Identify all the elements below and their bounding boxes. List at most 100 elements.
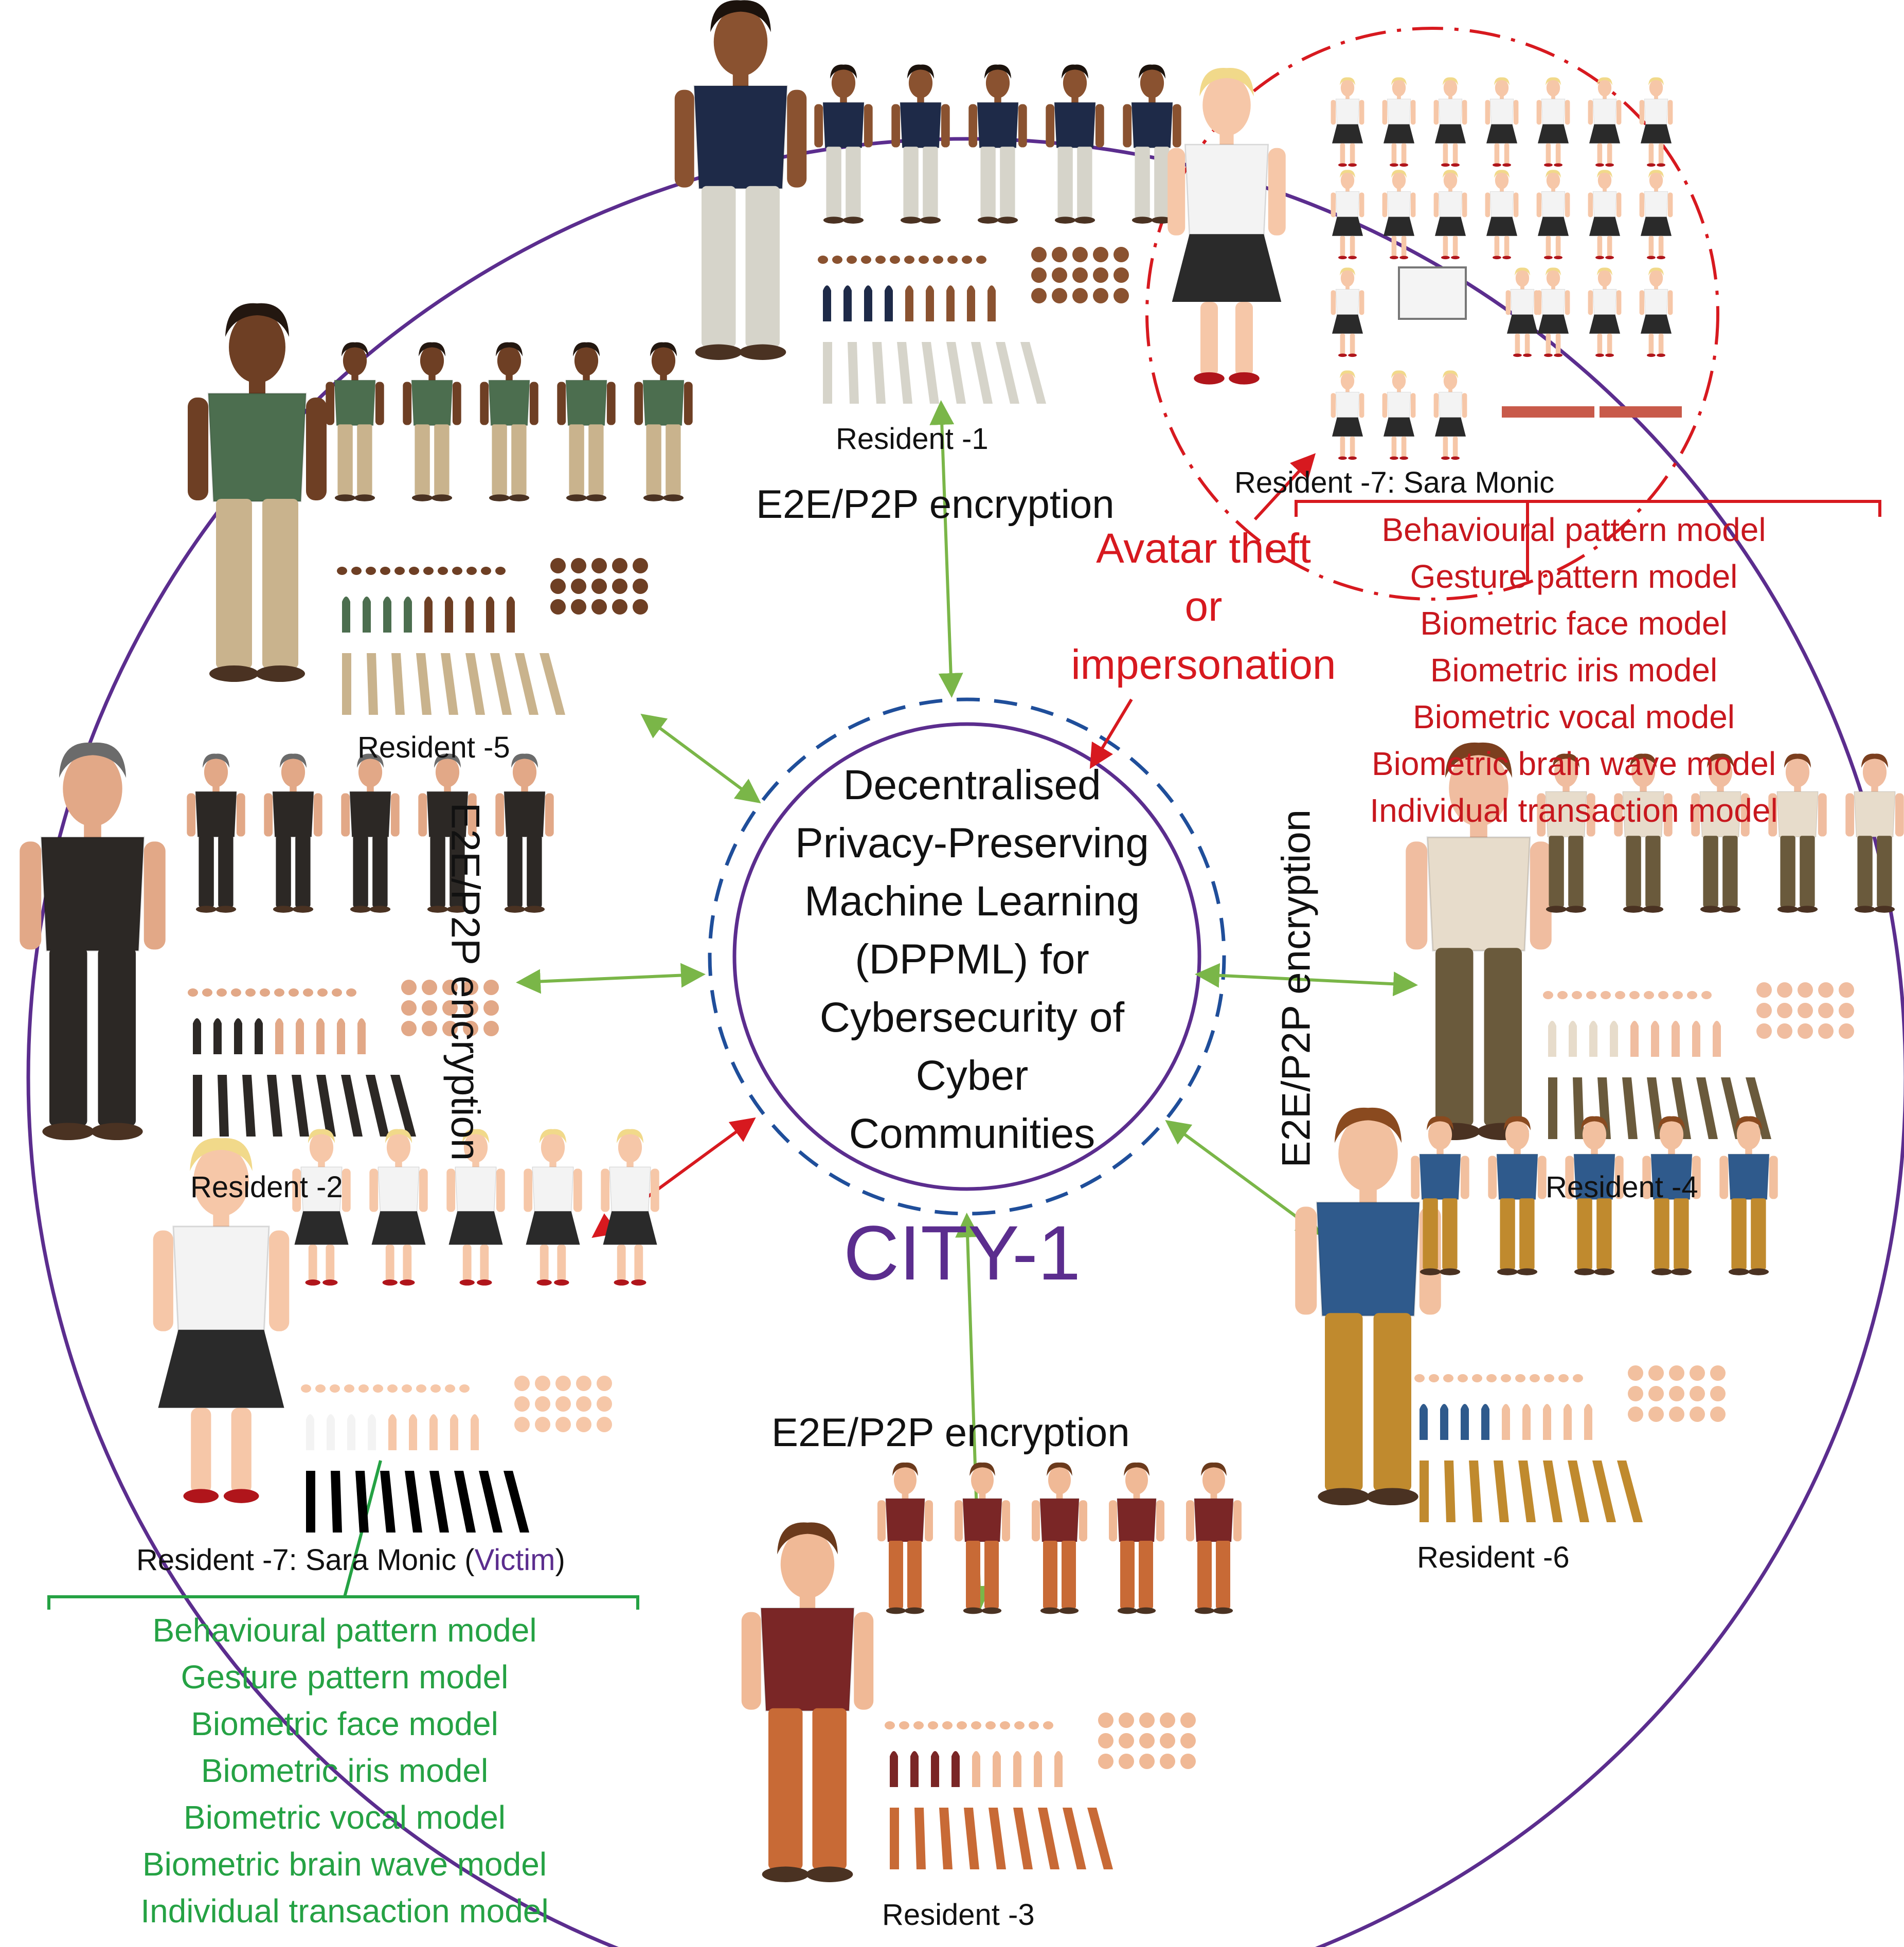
model-item: Biometric iris model	[201, 1752, 489, 1789]
arrow-resident-5	[640, 713, 761, 804]
attack-line: or	[1184, 583, 1223, 630]
character-parts-undefined	[301, 1376, 612, 1533]
attacker-pose-avatar	[1433, 370, 1467, 460]
model-item: Gesture pattern model	[181, 1658, 509, 1696]
attack-label: Avatar theft or impersonation	[1039, 519, 1368, 694]
model-item: Behavioural pattern model	[1381, 511, 1766, 548]
character-turnaround-r5	[634, 342, 693, 501]
character-main-r2	[20, 742, 166, 1141]
attacker-pose-avatar	[1505, 267, 1539, 357]
dppml-title: Decentralised Privacy-Preserving Machine…	[746, 756, 1198, 1163]
character-turnaround-r5	[480, 342, 538, 501]
dppml-title-line: (DPPML) for	[855, 936, 1089, 983]
model-item: Biometric vocal model	[1413, 698, 1735, 735]
victim-label-suffix: )	[555, 1543, 565, 1577]
character-main-r4	[1406, 742, 1552, 1141]
encryption-label-top: E2E/P2P encryption	[756, 481, 1115, 527]
character-turnaround-r3	[1109, 1462, 1164, 1614]
arrow-attack	[1089, 698, 1133, 769]
character-turnaround-undefined	[524, 1129, 582, 1286]
character-parts-r4	[1543, 982, 1854, 1139]
attacker-pose-avatar	[1639, 267, 1673, 357]
desk-icon	[1502, 406, 1594, 418]
dppml-title-line: Privacy-Preserving	[795, 820, 1149, 867]
model-item: Biometric face model	[191, 1705, 498, 1742]
character-turnaround-r4	[1845, 753, 1904, 913]
attacker-pose-avatar	[1485, 77, 1519, 167]
character-turnaround-r4	[1614, 753, 1673, 913]
victim-label-prefix: Resident -7: Sara Monic (	[136, 1543, 475, 1577]
character-turnaround-r5	[326, 342, 384, 501]
attacker-pose-avatar	[1588, 77, 1622, 167]
resident-label-4: Resident -4	[1546, 1170, 1698, 1204]
attacker-pose-avatar	[1331, 77, 1364, 167]
dppml-title-line: Cyber	[915, 1052, 1029, 1099]
attacker-pose-avatar	[1382, 170, 1416, 260]
attacker-pose-avatar	[1588, 267, 1622, 357]
encryption-label-bottom: E2E/P2P encryption	[771, 1410, 1130, 1455]
character-turnaround-r2	[187, 753, 245, 913]
character-turnaround-undefined	[369, 1129, 428, 1286]
attacker-pose-avatar	[1639, 170, 1673, 260]
character-turnaround-r1	[1046, 64, 1104, 224]
model-item: Gesture pattern model	[1410, 558, 1738, 595]
dppml-dashed-ring	[708, 697, 1226, 1216]
model-item: Biometric face model	[1420, 605, 1728, 642]
dppml-inner-ring	[732, 722, 1201, 1191]
character-turnaround-undefined	[446, 1129, 505, 1286]
resident-figures	[20, 0, 1904, 1882]
character-main-r3	[741, 1522, 874, 1882]
character-turnaround-r3	[1032, 1462, 1087, 1614]
character-turnaround-r4	[1691, 753, 1750, 913]
victim-label: Resident -7: Sara Monic (Victim)	[136, 1543, 565, 1577]
attacker-label: Resident -7: Sara Monic	[1234, 466, 1555, 499]
resident-label-1: Resident -1	[836, 422, 989, 456]
attacker-pose-avatar	[1382, 77, 1416, 167]
dppml-title-line: Decentralised	[843, 762, 1101, 808]
dppml-title-line: Cybersecurity of	[819, 994, 1125, 1041]
character-turnaround-r3	[1186, 1462, 1242, 1614]
attacker-pose-avatar	[1536, 267, 1570, 357]
character-turnaround-r6	[1565, 1116, 1624, 1275]
dppml-title-line: Communities	[849, 1110, 1095, 1157]
city-label: CITY-1	[843, 1210, 1081, 1296]
arrow-resident-1	[929, 400, 963, 698]
character-main-undefined	[153, 1138, 290, 1503]
attacker-pose-avatar	[1331, 170, 1364, 260]
character-turnaround-r3	[955, 1462, 1010, 1614]
attacker-pose-avatar	[1639, 77, 1673, 167]
attack-line: Avatar theft	[1096, 525, 1311, 572]
stolen-model-list: Behavioural pattern model Gesture patter…	[1317, 507, 1831, 834]
character-turnaround-r1	[814, 64, 873, 224]
character-turnaround-r2	[264, 753, 322, 913]
character-parts-r2	[188, 980, 499, 1137]
attacker-pose-avatar	[1536, 170, 1570, 260]
resident-label-5: Resident -5	[357, 731, 510, 764]
character-main-r5	[188, 303, 327, 682]
dppml-title-line: Machine Learning	[804, 878, 1140, 925]
character-turnaround-r1	[891, 64, 950, 224]
victim-tag: Victim	[474, 1543, 555, 1577]
attacker-pose-avatar	[1382, 370, 1416, 460]
character-turnaround-r6	[1642, 1116, 1701, 1275]
character-parts-r1	[818, 247, 1129, 404]
arrow-resident-4	[1195, 963, 1418, 997]
victim-model-bracket	[47, 1595, 639, 1610]
resident-label-6: Resident -6	[1417, 1541, 1570, 1574]
resident-label-3: Resident -3	[882, 1898, 1035, 1932]
character-parts-r3	[885, 1712, 1196, 1869]
character-turnaround-r5	[557, 342, 616, 501]
character-turnaround-r1	[968, 64, 1027, 224]
arrow-resident-2	[516, 963, 706, 994]
character-parts-r6	[1414, 1365, 1726, 1522]
model-item: Biometric brain wave model	[1371, 745, 1776, 782]
desk-icon	[1600, 406, 1682, 418]
attack-line: impersonation	[1071, 641, 1336, 688]
model-item: Biometric brain wave model	[142, 1846, 547, 1883]
attacker-pose-avatar	[1433, 77, 1467, 167]
model-item: Biometric iris model	[1430, 652, 1718, 689]
arrow-attacker-pointer	[1253, 453, 1316, 521]
victim-model-list: Behavioural pattern model Gesture patter…	[87, 1607, 602, 1935]
character-turnaround-r4	[1537, 753, 1595, 913]
